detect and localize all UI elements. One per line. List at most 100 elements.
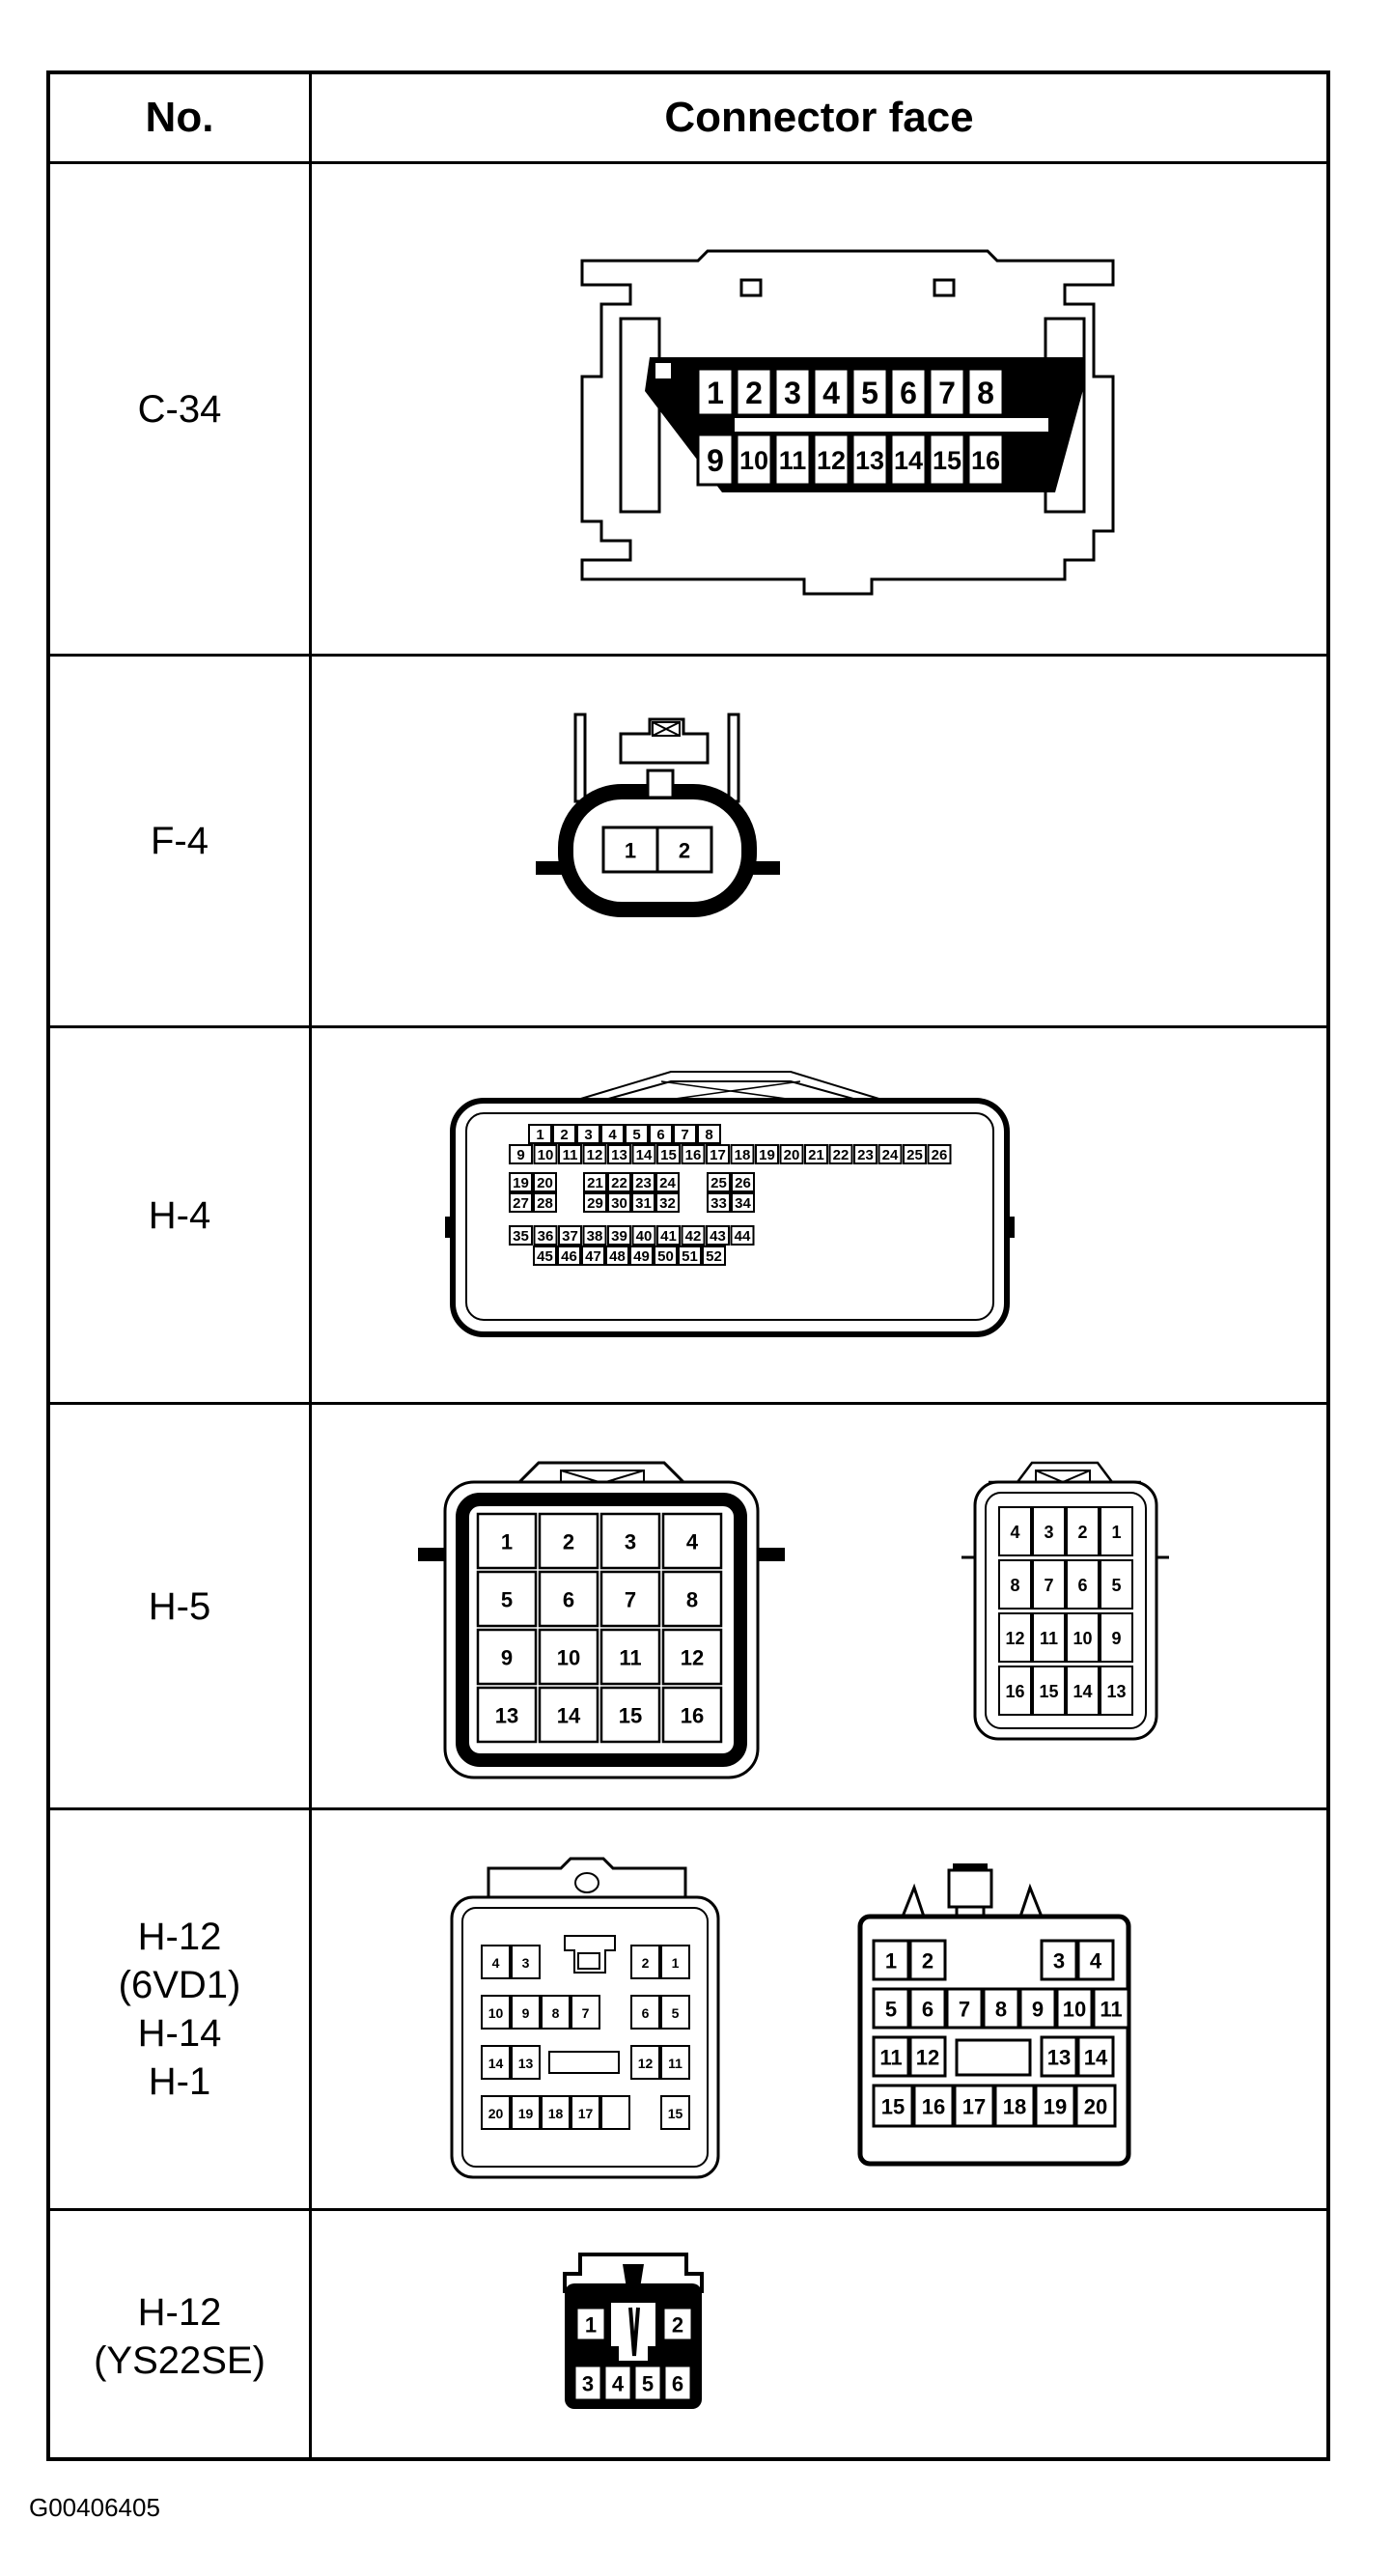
pin-cavity — [541, 2095, 571, 2130]
pin-number: 6 — [672, 2372, 683, 2396]
pin-cavity — [1034, 2084, 1076, 2128]
pin-cavity — [998, 1612, 1032, 1663]
pin-number: 2 — [1077, 1523, 1087, 1542]
pin-number: 43 — [710, 1228, 726, 1245]
pin-cavity — [1018, 1987, 1057, 2030]
pin-cavity — [581, 1246, 605, 1266]
pin-cavity — [850, 433, 889, 487]
pin-number: 5 — [642, 2372, 654, 2396]
pin-number: 25 — [906, 1147, 923, 1163]
pin-cavity — [481, 2095, 511, 2130]
pin-cavity — [889, 433, 928, 487]
pin-number: 52 — [706, 1248, 722, 1265]
pin-cavity — [696, 433, 735, 487]
pin-cavity — [511, 2045, 541, 2080]
pin-number: 39 — [611, 1228, 627, 1245]
pin-number: 19 — [1044, 2095, 1067, 2119]
pin-number: 33 — [710, 1195, 727, 1212]
pin-cavity — [953, 2084, 995, 2128]
pin-cavity — [853, 1144, 878, 1164]
pin-number: 9 — [1032, 1998, 1044, 2022]
pin-cavity — [1100, 1666, 1133, 1716]
pin-number: 2 — [922, 1949, 933, 1974]
pin-number: 11 — [879, 2046, 902, 2070]
pin-cavity — [1100, 1612, 1133, 1663]
pin-number: 23 — [857, 1147, 874, 1163]
pin-cavity — [678, 1246, 702, 1266]
pin-number: 28 — [537, 1195, 553, 1212]
pin-cavity — [660, 1945, 690, 1979]
pin-number: 20 — [488, 2106, 504, 2121]
pin-number: 4 — [686, 1530, 699, 1554]
pin-number: 10 — [1073, 1629, 1092, 1648]
pin-number: 24 — [882, 1147, 899, 1163]
pin-number: 11 — [1100, 1998, 1122, 2022]
pin-number: 14 — [557, 1704, 581, 1728]
row-label-h5: H-5 — [50, 1405, 309, 1807]
pin-number: 18 — [1003, 2095, 1026, 2119]
figure-code: G00406405 — [29, 2493, 160, 2522]
pin-number: 3 — [625, 1530, 636, 1554]
pin-number: 2 — [672, 2313, 683, 2338]
pin-cavity — [1040, 2035, 1078, 2078]
pin-number: 13 — [1047, 2046, 1071, 2070]
pin-cavity — [607, 1144, 631, 1164]
pin-number: 5 — [501, 1588, 513, 1612]
pin-cavity — [1100, 1506, 1133, 1556]
pin-number: 9 — [1111, 1629, 1121, 1648]
pin-cavity — [476, 1628, 538, 1686]
pin-cavity — [1074, 2084, 1117, 2128]
pin-cavity — [629, 1246, 654, 1266]
pin-number: 12 — [681, 1646, 704, 1670]
label-line: H-4 — [148, 1193, 211, 1237]
pin-number: 7 — [1044, 1576, 1053, 1595]
pin-cavity — [481, 1945, 511, 1979]
pin-number: 41 — [660, 1228, 677, 1245]
pin-number: 16 — [685, 1147, 702, 1163]
pin-number: 7 — [959, 1998, 970, 2022]
pin-cavity — [1066, 1559, 1100, 1610]
pin-cavity — [1055, 1987, 1094, 2030]
pin-cavity — [599, 1628, 661, 1686]
pin-number: 3 — [582, 2372, 594, 2396]
pin-cavity — [662, 2364, 693, 2402]
pin-number: 46 — [561, 1248, 577, 1265]
pin-cavity — [812, 433, 850, 487]
pin-number: 4 — [608, 1127, 617, 1143]
pin-number: 4 — [1090, 1949, 1102, 1974]
row-divider — [50, 161, 1326, 164]
pin-cavity — [655, 1192, 680, 1213]
pin-cavity — [656, 1144, 681, 1164]
pin-cavity — [1076, 1939, 1115, 1981]
pin-number: 16 — [922, 2095, 945, 2119]
pin-number: 8 — [705, 1127, 712, 1143]
column-header-connector-face: Connector face — [664, 94, 974, 141]
pin-number: 6 — [656, 1127, 664, 1143]
pin-number: 21 — [808, 1147, 824, 1163]
pin-cavity — [607, 1225, 631, 1246]
pin-number: 22 — [833, 1147, 850, 1163]
label-line: H-12 — [137, 1916, 222, 1958]
pin-number: 1 — [501, 1530, 513, 1554]
pin-number: 48 — [609, 1248, 626, 1265]
pin-cavity — [773, 367, 812, 417]
pin-number: 26 — [735, 1175, 751, 1191]
row-label-h12-6vd1: H-12 (6VD1) H-14 H-1 — [50, 1810, 309, 2208]
pin-number: 8 — [552, 2005, 560, 2021]
pin-cavity — [945, 1987, 984, 2030]
pin-number: 1 — [885, 1949, 897, 1974]
column-divider — [309, 74, 312, 2457]
row-divider — [50, 1025, 1326, 1028]
pin-cavity — [706, 1225, 730, 1246]
pin-cavity — [928, 433, 966, 487]
pin-number: 7 — [582, 2005, 590, 2021]
pin-cavity — [511, 2095, 541, 2130]
pin-cavity — [511, 1995, 541, 2030]
pin-cavity — [731, 1172, 755, 1192]
pin-cavity — [812, 367, 850, 417]
pin-cavity — [538, 1570, 599, 1628]
pin-number: 5 — [885, 1998, 897, 2022]
pin-cavity — [632, 2364, 663, 2402]
pin-number: 8 — [995, 1998, 1007, 2022]
